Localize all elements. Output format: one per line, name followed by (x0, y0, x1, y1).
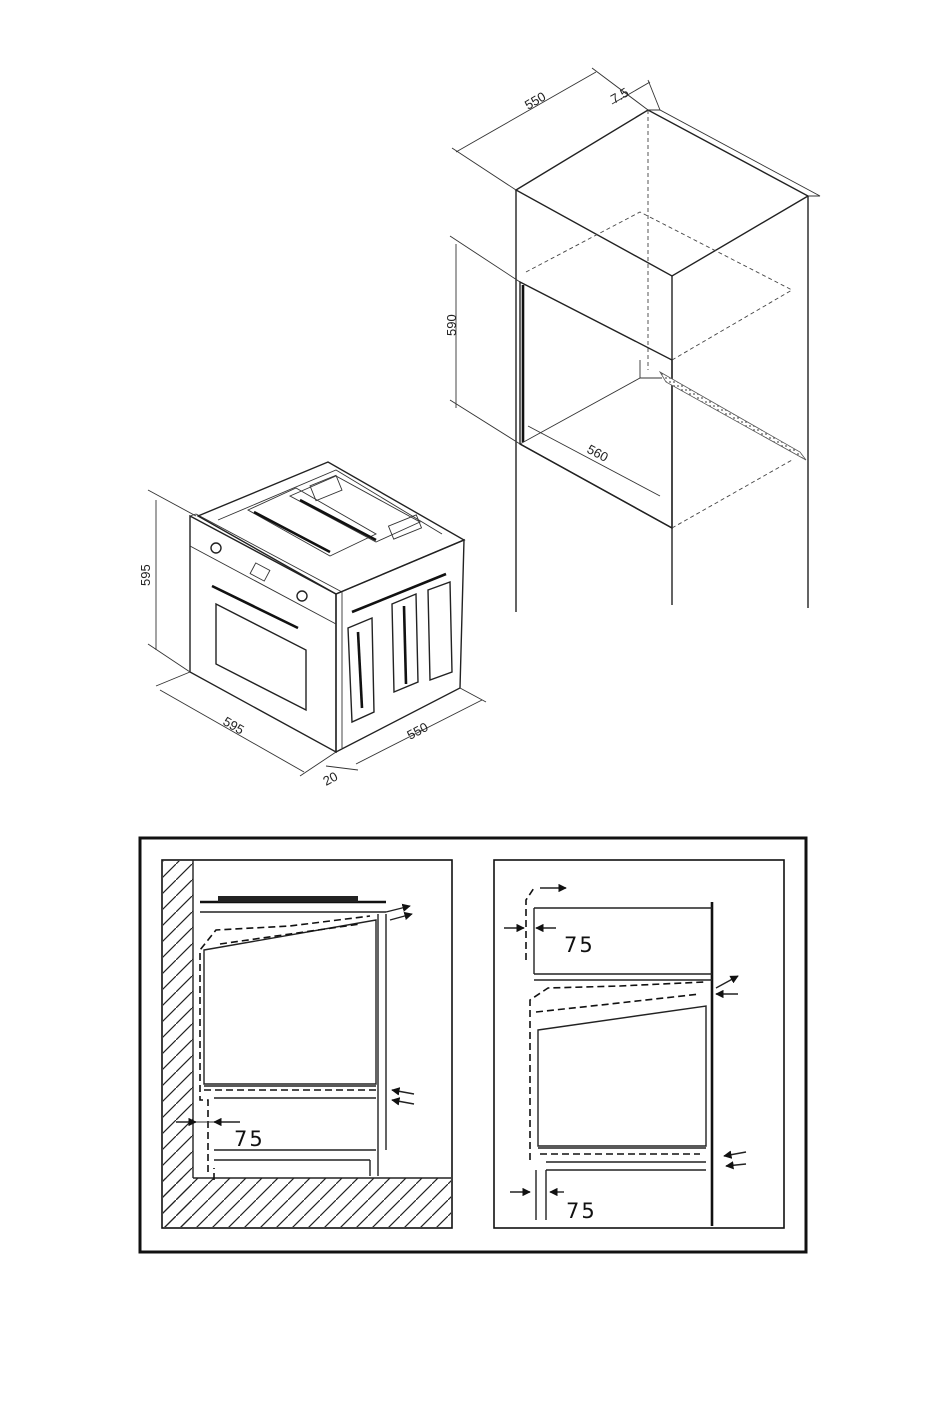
knob-left-icon (211, 543, 221, 553)
knob-right-icon (297, 591, 307, 601)
gap-label-right-top: 75 (564, 933, 595, 957)
ventilation-left-panel: 75 (162, 860, 452, 1228)
dimension-label: 590 (444, 314, 459, 336)
dimension-cabinet-depth: 550 (452, 68, 648, 190)
gap-label-right-bottom: 75 (566, 1199, 597, 1223)
dimension-cabinet-side: 7.5 (608, 80, 660, 110)
floor-hatch (163, 1178, 451, 1227)
dimension-label: 560 (585, 441, 611, 464)
dimension-oven-depth: 550 (356, 688, 486, 764)
dimension-oven-width: 595 (156, 672, 336, 776)
ventilation-right-panel: 75 75 (494, 860, 784, 1228)
oven-drawing: 595 595 550 20 (138, 462, 486, 789)
dimension-label: 595 (221, 714, 247, 738)
cabinet-drawing: 550 7.5 590 560 (444, 68, 820, 612)
gap-label-left: 75 (234, 1127, 265, 1151)
dimension-cabinet-height: 590 (444, 236, 520, 444)
dimension-oven-height: 595 (138, 490, 196, 672)
wall-hatch (163, 861, 193, 1227)
dimension-label: 550 (522, 89, 548, 113)
dimension-label: 595 (138, 564, 153, 586)
dimension-label: 550 (404, 719, 430, 742)
ventilation-slot (660, 372, 806, 460)
dimension-label: 7.5 (608, 85, 631, 107)
oven-handle-icon (212, 586, 298, 628)
dimension-oven-panel: 20 (320, 766, 358, 789)
display-icon (250, 563, 270, 581)
dimension-label: 20 (320, 769, 340, 789)
